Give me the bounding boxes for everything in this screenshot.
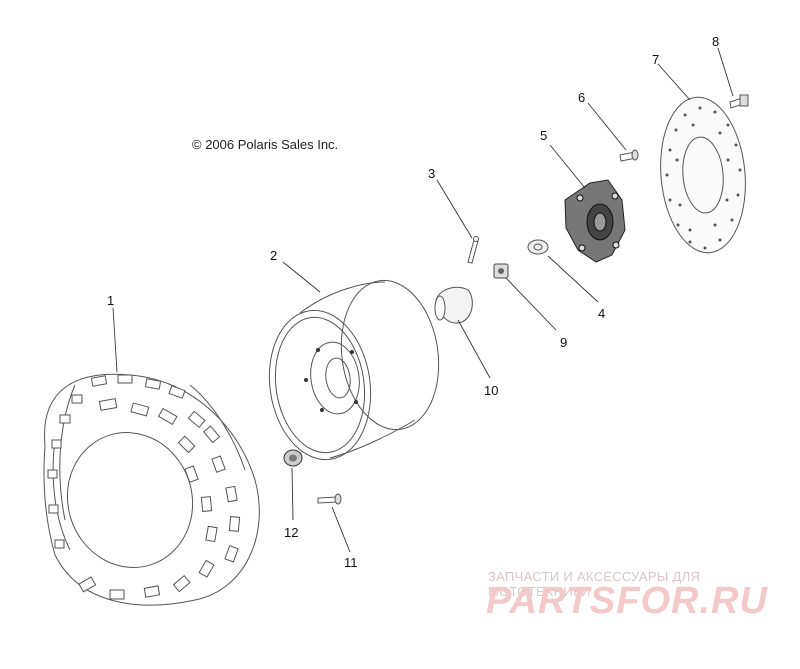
callout-6: 6: [578, 90, 585, 105]
leader-lines: [112, 47, 734, 553]
watermark-tagline: ЗАПЧАСТИ И АКСЕССУАРЫ ДЛЯ МОТОТЕХНИКИ: [488, 569, 701, 599]
callout-3: 3: [428, 166, 435, 181]
part-screw: [729, 94, 749, 109]
part-brake-disc: [660, 96, 746, 254]
part-castle-nut: [493, 263, 509, 279]
callout-11: 11: [344, 555, 358, 570]
callout-5: 5: [540, 128, 547, 143]
part-cotter-pin: [467, 236, 479, 264]
callout-12: 12: [284, 525, 298, 540]
part-dust-cap: [434, 286, 473, 324]
callout-4: 4: [598, 306, 605, 321]
callout-1: 1: [107, 293, 114, 308]
part-bolt: [619, 149, 639, 162]
part-lug-nut: [283, 449, 303, 467]
callout-2: 2: [270, 248, 277, 263]
callout-labels: 1 2 3 4 5 6 7 8 9 10 11 12: [107, 34, 719, 570]
part-rim: [268, 279, 440, 461]
watermark-logo: PARTSFOR.RU: [486, 580, 768, 622]
callout-10: 10: [484, 383, 498, 398]
callout-8: 8: [712, 34, 719, 49]
callout-7: 7: [652, 52, 659, 67]
part-hub: [564, 179, 626, 263]
copyright-notice: © 2006 Polaris Sales Inc.: [192, 137, 339, 152]
part-wheel-stud: [317, 493, 342, 505]
callout-9: 9: [560, 335, 567, 350]
part-tire: [43, 373, 260, 606]
part-washer: [527, 239, 549, 255]
